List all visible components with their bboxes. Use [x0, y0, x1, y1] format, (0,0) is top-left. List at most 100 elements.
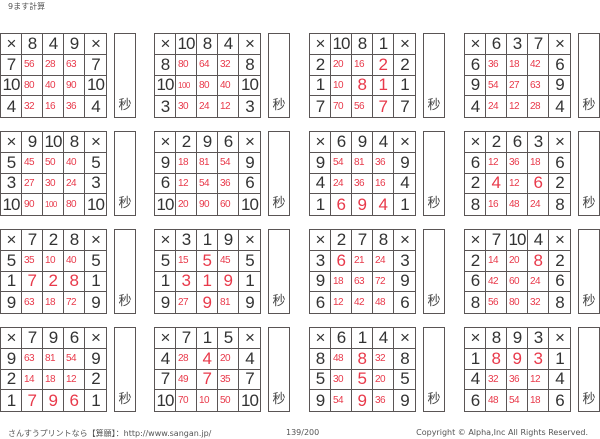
times-symbol: ×: [549, 230, 570, 251]
answer-cell: 5: [197, 250, 218, 272]
answer-cell: 4: [197, 348, 218, 370]
column-header: 9: [64, 34, 85, 55]
row-header: 2: [549, 174, 570, 195]
answer-cell: 90: [64, 75, 85, 97]
answer-cell: 15: [176, 250, 197, 272]
time-box[interactable]: 秒: [114, 327, 136, 412]
answer-cell: 81: [43, 348, 64, 370]
row-header: 9: [310, 152, 331, 174]
answer-cell: 80: [197, 75, 218, 97]
time-box[interactable]: 秒: [578, 131, 600, 216]
column-header: 2: [486, 132, 507, 153]
column-header: 7: [528, 34, 549, 55]
times-symbol: ×: [1, 230, 22, 251]
time-box[interactable]: 秒: [578, 33, 600, 118]
times-symbol: ×: [465, 132, 486, 153]
row-header: 1: [1, 390, 22, 411]
row-header: 4: [394, 174, 415, 195]
times-symbol: ×: [239, 132, 260, 153]
row-header: 5: [394, 370, 415, 391]
answer-cell: 70: [176, 390, 197, 411]
answer-cell: 18: [507, 54, 528, 76]
answer-cell: 40: [218, 75, 239, 97]
column-header: 9: [197, 132, 218, 153]
answer-cell: 24: [486, 96, 507, 117]
row-header: 6: [549, 153, 570, 174]
answer-cell: 18: [43, 369, 64, 391]
times-symbol: ×: [85, 230, 106, 251]
answer-cell: 21: [352, 250, 373, 272]
answer-cell: 40: [64, 152, 85, 174]
time-box[interactable]: 秒: [268, 131, 290, 216]
column-header: 3: [507, 34, 528, 55]
times-symbol: ×: [155, 132, 176, 153]
answer-cell: 9: [218, 271, 239, 293]
row-header: 8: [465, 194, 486, 215]
answer-cell: 16: [43, 96, 64, 117]
answer-cell: 20: [331, 54, 352, 76]
seconds-label: 秒: [582, 294, 596, 309]
row-header: 9: [1, 348, 22, 370]
answer-cell: 36: [373, 390, 394, 411]
times-symbol: ×: [239, 230, 260, 251]
footer-page-number: 139/200: [286, 428, 320, 437]
answer-cell: 7: [22, 271, 43, 293]
time-box[interactable]: 秒: [423, 327, 445, 412]
column-header: 9: [352, 132, 373, 153]
row-header: 5: [1, 250, 22, 272]
column-header: 8: [64, 132, 85, 153]
row-header: 6: [239, 174, 260, 195]
row-header: 1: [400, 194, 409, 214]
column-header: 7: [22, 328, 43, 349]
answer-cell: 90: [197, 194, 218, 215]
time-box[interactable]: 秒: [268, 327, 290, 412]
answer-cell: 36: [218, 173, 239, 195]
row-header: 6: [549, 272, 570, 293]
time-box[interactable]: 秒: [114, 131, 136, 216]
answer-cell: 80: [64, 194, 85, 215]
row-header: 10: [155, 75, 176, 97]
row-header: 6: [549, 55, 570, 76]
column-header: 2: [176, 132, 197, 153]
answer-cell: 42: [486, 271, 507, 293]
column-header: 8: [352, 34, 373, 55]
row-header: 9: [394, 153, 415, 174]
answer-cell: 9: [197, 292, 218, 313]
answer-cell: 24: [331, 173, 352, 195]
row-header: 3: [394, 251, 415, 272]
column-header: 1: [197, 230, 218, 251]
row-header: 6: [155, 173, 176, 195]
answer-cell: 9: [43, 390, 64, 411]
times-symbol: ×: [1, 328, 22, 349]
row-header: 1: [310, 194, 331, 215]
times-symbol: ×: [394, 328, 415, 349]
row-header: 6: [555, 390, 564, 410]
time-box[interactable]: 秒: [578, 327, 600, 412]
column-header: 9: [22, 132, 43, 153]
column-header: 1: [373, 34, 394, 55]
answer-cell: 28: [176, 348, 197, 370]
time-box[interactable]: 秒: [114, 229, 136, 314]
time-box[interactable]: 秒: [578, 229, 600, 314]
time-box[interactable]: 秒: [423, 33, 445, 118]
answer-cell: 32: [373, 348, 394, 370]
footer-copyright: Copyright © Alpha,Inc All Rights Reserve…: [416, 428, 588, 437]
answer-cell: 20: [176, 194, 197, 215]
row-header: 4: [465, 369, 486, 391]
time-box[interactable]: 秒: [268, 33, 290, 118]
row-header: 4: [549, 370, 570, 391]
times-symbol: ×: [549, 132, 570, 153]
times-symbol: ×: [394, 132, 415, 153]
answer-cell: 12: [331, 292, 352, 313]
row-header: 9: [85, 349, 106, 370]
time-box[interactable]: 秒: [114, 33, 136, 118]
column-header: 6: [64, 328, 85, 349]
time-box[interactable]: 秒: [423, 229, 445, 314]
column-header: 2: [331, 230, 352, 251]
time-box[interactable]: 秒: [268, 229, 290, 314]
time-box[interactable]: 秒: [423, 131, 445, 216]
